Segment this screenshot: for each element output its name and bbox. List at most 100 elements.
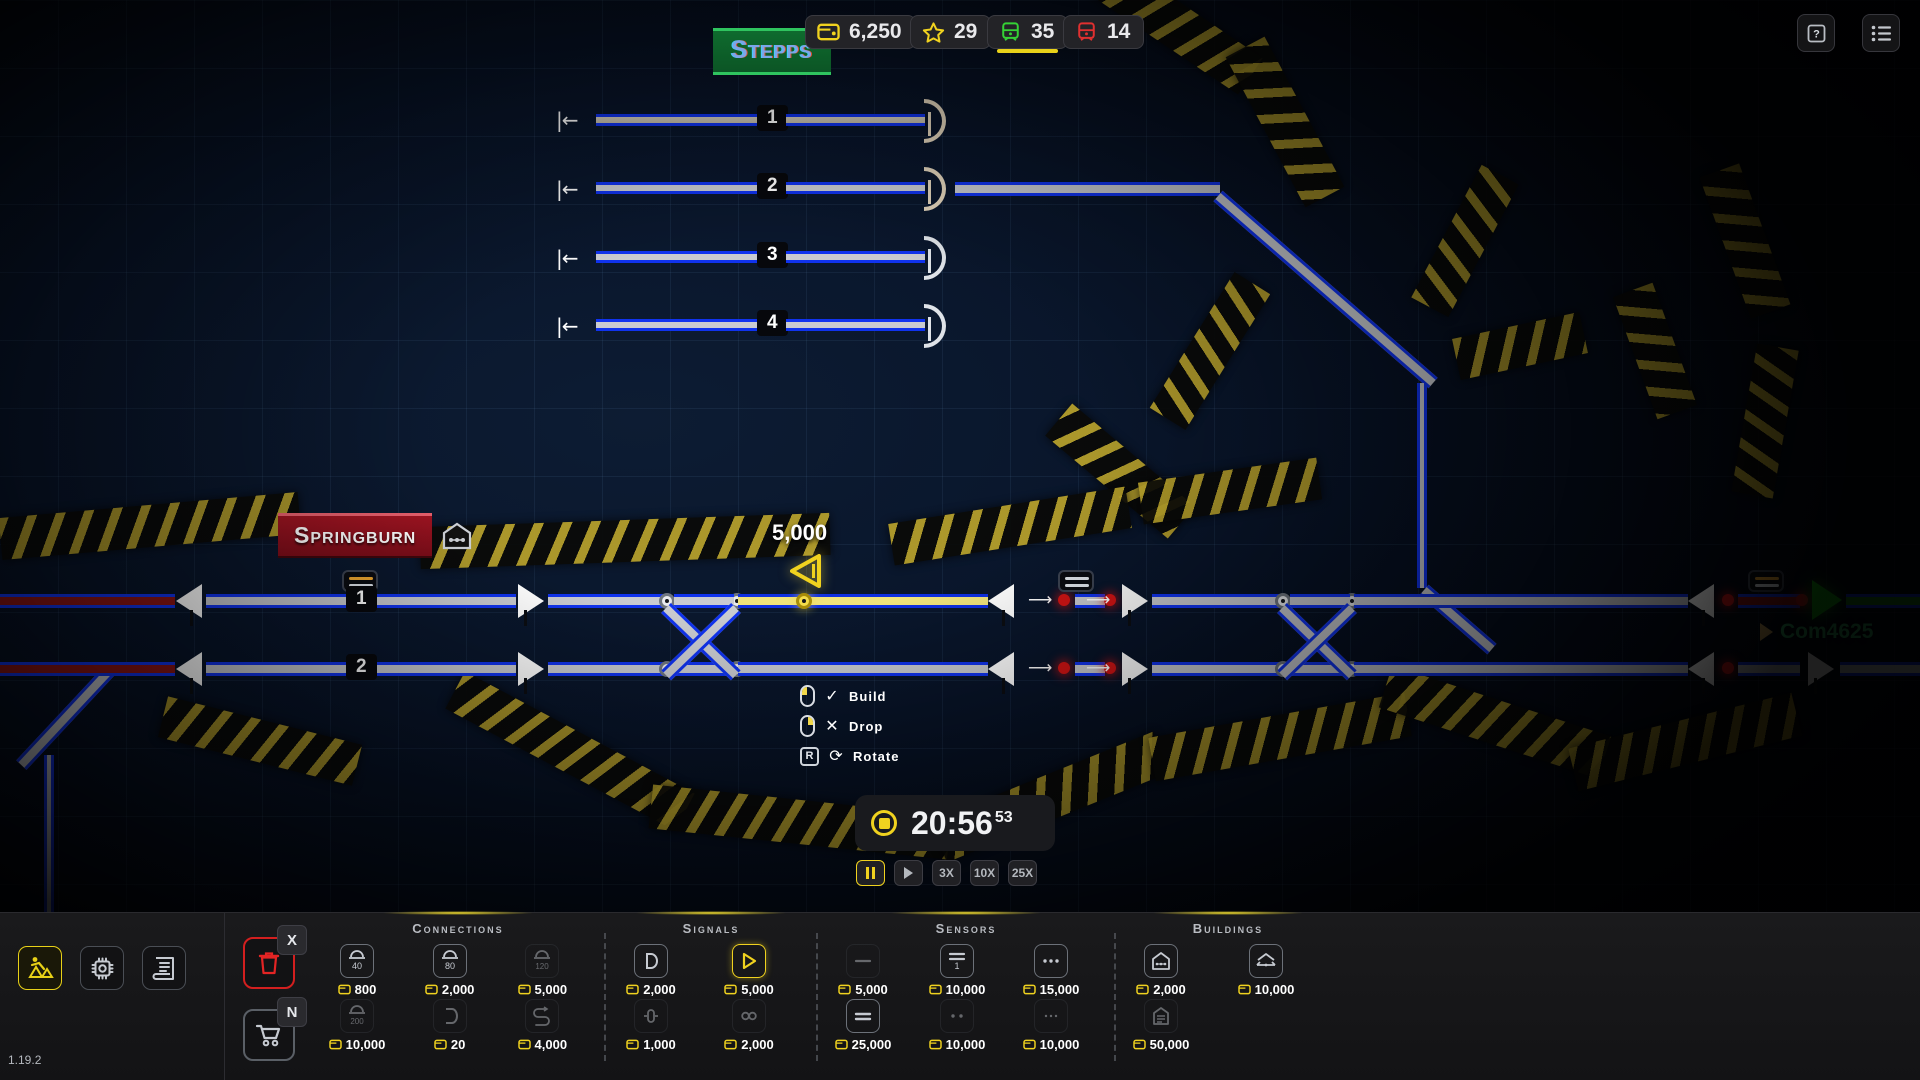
tool-notes-mode[interactable] (142, 946, 186, 990)
route-track[interactable] (44, 755, 54, 912)
platform-track[interactable] (786, 319, 925, 331)
main-track-2[interactable] (1840, 662, 1920, 676)
main-track-1[interactable] (548, 594, 666, 608)
tool-build-mode[interactable] (18, 946, 62, 990)
record-icon (871, 810, 897, 836)
main-track-1[interactable] (1738, 594, 1800, 608)
main-track-1[interactable] (1846, 594, 1920, 608)
catalog-item-platform[interactable]: 10,000 (1233, 944, 1299, 997)
junction-marker[interactable] (1722, 594, 1734, 606)
bottom-toolbar: 1.19.2 X N Connections (0, 911, 1920, 1080)
junction-marker[interactable] (1722, 662, 1734, 674)
main-track-2[interactable] (738, 662, 988, 676)
tool-logic-mode[interactable] (80, 946, 124, 990)
signal-right[interactable] (1122, 584, 1148, 626)
buy-basket-button[interactable]: N (243, 997, 307, 1061)
main-track-1[interactable] (1152, 594, 1282, 608)
main-track-2[interactable] (0, 662, 175, 676)
catalog-item-loop[interactable]: 4,000 (509, 999, 575, 1052)
signal-chain-icon (741, 1011, 757, 1021)
signal-left[interactable] (1688, 652, 1714, 694)
catalog-item-speed-120[interactable]: 120 5,000 (509, 944, 575, 997)
catalog-item-sensor-counter[interactable]: 1 10,000 (924, 944, 990, 997)
catalog-item-speed-40[interactable]: 40 800 (324, 944, 390, 997)
junction-marker[interactable] (1058, 662, 1070, 674)
badge-money[interactable]: 6,250 (805, 15, 916, 49)
catalog-item-warehouse[interactable]: 50,000 (1128, 999, 1194, 1052)
catalog-item-signal-path[interactable]: 5,000 (716, 944, 782, 997)
catalog-item-signal-chain[interactable]: 2,000 (716, 999, 782, 1052)
train-label[interactable]: Com4625 (1760, 620, 1873, 644)
badge-trains-ontime[interactable]: 35 (987, 15, 1069, 53)
junction-marker[interactable] (1058, 594, 1070, 606)
wallet-icon (1022, 1039, 1036, 1050)
platform-track[interactable] (786, 114, 925, 126)
game-playfield[interactable]: |← 1 |← 2 |← 3 |← 4 1 5,000 ⟶ (0, 0, 1920, 912)
signal-right[interactable] (1122, 652, 1148, 694)
signal-right[interactable] (518, 584, 544, 626)
catalog-item-sensor-dots-sm[interactable]: 10,000 (1018, 999, 1084, 1052)
route-track[interactable] (955, 182, 1220, 196)
catalog-item-signal-block[interactable]: 2,000 (618, 944, 684, 997)
sensor-device[interactable] (1748, 570, 1784, 592)
svg-text:120: 120 (536, 962, 550, 971)
signal-left[interactable] (988, 584, 1014, 626)
speed-25x-button[interactable]: 25X (1008, 860, 1037, 886)
badge-trains-late[interactable]: 14 (1063, 15, 1145, 49)
catalog-item-depot[interactable]: 2,000 (1128, 944, 1194, 997)
catalog-item-speed-80[interactable]: 80 2,000 (417, 944, 483, 997)
main-track-1[interactable] (1290, 594, 1350, 608)
signal-left[interactable] (176, 584, 202, 626)
main-track-2[interactable] (1152, 662, 1282, 676)
main-track-1[interactable] (674, 594, 734, 608)
catalog-item-speed-200[interactable]: 200 10,000 (324, 999, 390, 1052)
help-button[interactable]: ? (1797, 14, 1835, 52)
junction-marker[interactable] (1796, 594, 1808, 606)
signal-right[interactable] (518, 652, 544, 694)
main-track-2[interactable] (548, 662, 666, 676)
speed-play-button[interactable] (894, 860, 923, 886)
delete-button[interactable]: X (243, 925, 307, 989)
route-track[interactable] (1417, 383, 1427, 588)
signal-placement-node[interactable] (796, 593, 812, 609)
signal-right[interactable] (1808, 652, 1834, 694)
station-nameplate[interactable]: Springburn (278, 513, 472, 558)
platform-track[interactable] (596, 319, 759, 331)
signal-left[interactable] (1688, 584, 1714, 626)
platform-track[interactable] (786, 251, 925, 263)
platform-track[interactable] (786, 182, 925, 194)
platform-number: 1 (757, 105, 788, 131)
main-track-1[interactable] (0, 594, 175, 608)
speed-3x-button[interactable]: 3X (932, 860, 961, 886)
catalog-item-signal-shunt[interactable]: 1,000 (618, 999, 684, 1052)
signal-left[interactable] (176, 652, 202, 694)
catalog-item-sensor-dots2[interactable]: 10,000 (924, 999, 990, 1052)
speed-pause-button[interactable] (856, 860, 885, 886)
catalog-item-sensor-dots3[interactable]: 15,000 (1018, 944, 1084, 997)
signal-placement-preview[interactable] (788, 553, 821, 588)
badge-score-value: 29 (954, 20, 978, 43)
signal-green[interactable] (1812, 580, 1842, 620)
catalog-item-buffer[interactable]: 20 (417, 999, 483, 1052)
main-track-2[interactable] (1354, 662, 1688, 676)
sensor-device[interactable] (1058, 570, 1094, 592)
main-track-1[interactable] (1354, 594, 1688, 608)
platform-track[interactable] (596, 251, 759, 263)
wallet-icon (626, 1039, 639, 1050)
signal-left[interactable] (988, 652, 1014, 694)
main-track-2[interactable] (1738, 662, 1800, 676)
chip-icon (91, 957, 113, 979)
speed-10x-button[interactable]: 10X (970, 860, 999, 886)
catalog-item-sensor-line[interactable]: 5,000 (830, 944, 896, 997)
wallet-icon (328, 1039, 342, 1050)
platform-track[interactable] (596, 114, 759, 126)
item-price: 10,000 (1237, 982, 1294, 997)
badge-score[interactable]: 29 (910, 15, 992, 49)
speed-controls: 3X 10X 25X (855, 860, 1055, 886)
platform-track[interactable] (596, 182, 759, 194)
platform-entry-marker: |← (556, 246, 578, 270)
catalog-item-sensor-equals[interactable]: 25,000 (830, 999, 896, 1052)
mouse-right-icon (800, 715, 815, 737)
menu-button[interactable] (1862, 14, 1900, 52)
main-track-1-highlight[interactable] (738, 594, 988, 608)
